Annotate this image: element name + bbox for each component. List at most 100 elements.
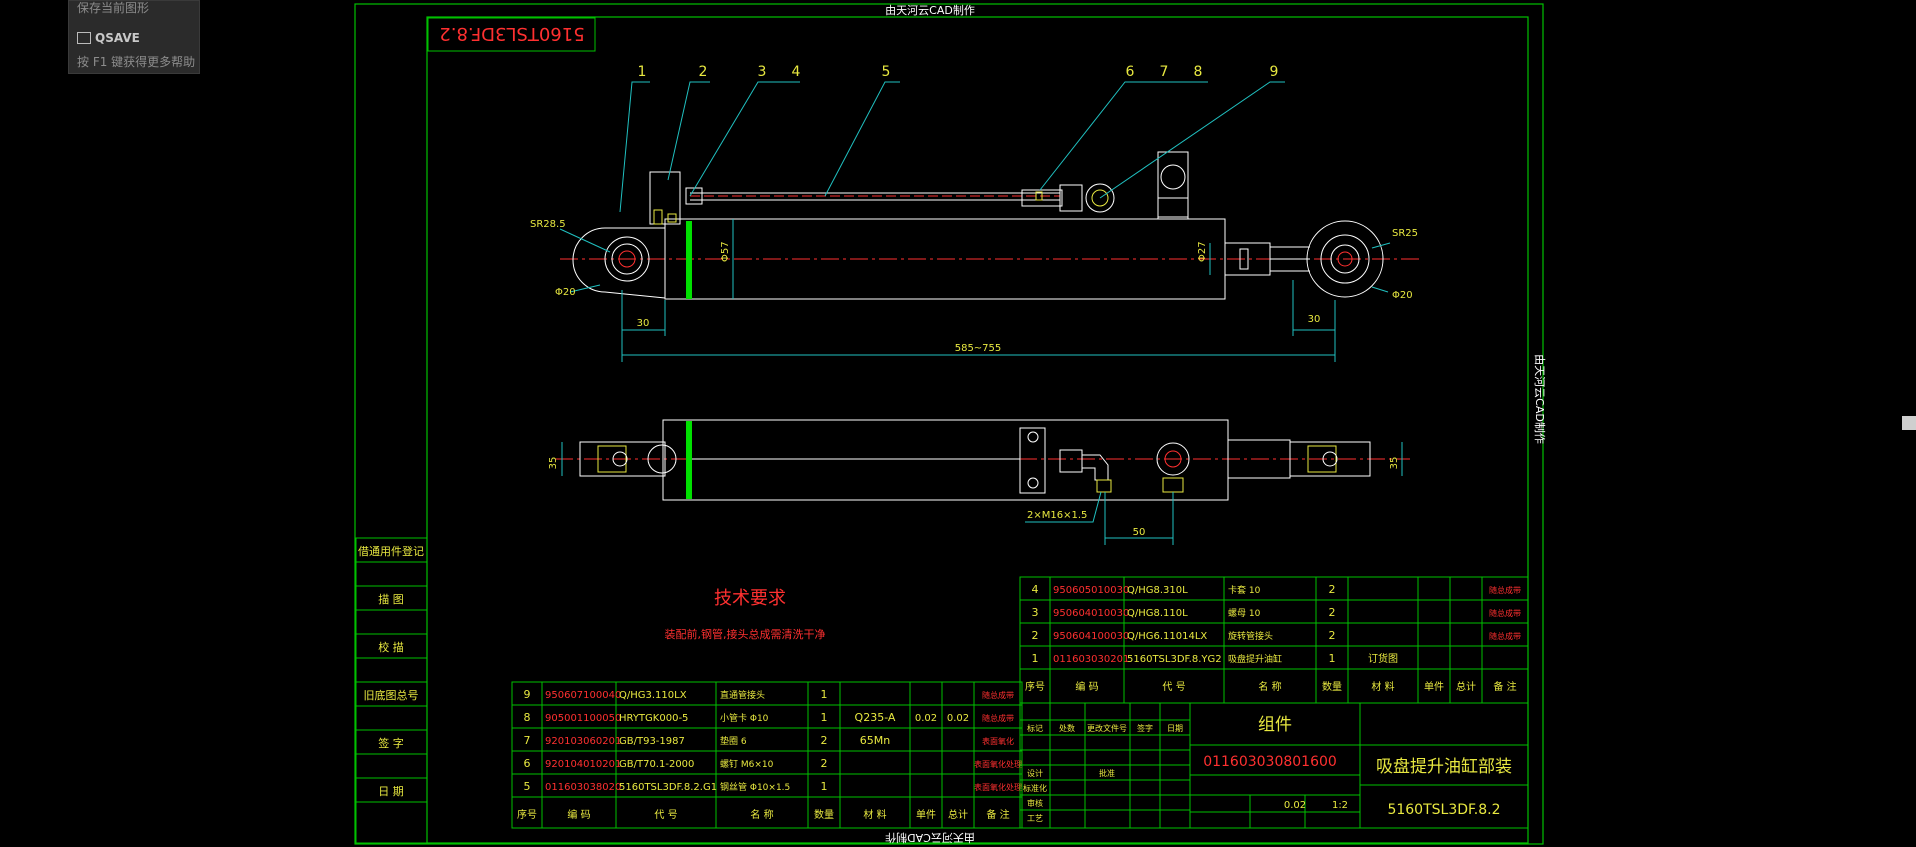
bom-left-no: 7 [524, 734, 531, 747]
top-note: 由天河云CAD制作 [885, 3, 975, 17]
bom-left-code: 950607100040 [545, 690, 621, 701]
title-block-labels: 标记处数更改文件号签字日期设计标准化审核工艺批准 [1023, 723, 1183, 823]
corner-code: 5160TSL3DF.8.2 [439, 23, 584, 44]
bom-left-std: Q/HG3.110LX [619, 690, 687, 701]
bom-left-header: 序号编 码代 号名 称数量材 料单件总计备 注 [517, 808, 1010, 821]
dim-rod: Φ27 [1197, 241, 1208, 262]
balloon-9: 9 [1270, 64, 1279, 80]
bom-left-header-cell: 总计 [948, 808, 968, 821]
panel-label-4: 旧底图总号 [364, 688, 419, 702]
title-block-label: 审核 [1027, 798, 1043, 808]
bom-left-qty: 1 [821, 780, 828, 793]
bom-right-header-cell: 序号 [1025, 680, 1045, 693]
bom-left-std: HRYTGK000-5 [619, 713, 688, 724]
panel-label-3: 校 描 [378, 640, 404, 654]
tooltip-command: QSAVE [95, 31, 140, 45]
bom-left-mat: 65Mn [860, 734, 890, 747]
bom-left-note: 表面氧化处理 [974, 759, 1022, 769]
dimension-lines [621, 219, 1336, 362]
bom-right-code: 950604100030 [1053, 631, 1129, 642]
bom-right-no: 1 [1032, 652, 1039, 665]
left-panel: 借通用件登记 描 图 校 描 旧底图总号 签 字 日 期 [355, 537, 428, 844]
bom-right-header-cell: 材 料 [1371, 680, 1394, 693]
panel-label-6: 日 期 [378, 785, 404, 798]
title-block-label: 日期 [1167, 724, 1183, 733]
dim-d-left: Φ20 [555, 287, 576, 298]
bom-left-header-cell: 代 号 [654, 809, 677, 821]
bom-left-w1: 0.02 [915, 713, 937, 724]
side-note: 由天河云CAD制作 [1533, 354, 1547, 444]
bom-left-w2: 0.02 [947, 713, 969, 724]
bottom-note: 由天河云CAD制作 [885, 831, 975, 845]
bom-right-no: 4 [1032, 583, 1039, 596]
bom-left-header-cell: 编 码 [567, 808, 590, 821]
panel-label-2: 描 图 [378, 592, 404, 606]
dim-width-left: 35 [548, 457, 559, 470]
bom-left-qty: 2 [821, 757, 828, 770]
panel-label-5: 签 字 [378, 736, 404, 750]
bom-left-code: 905001100050 [545, 713, 621, 724]
bom-right-std: Q/HG8.110L [1127, 608, 1188, 619]
cylinder-side-view [560, 151, 1420, 300]
bom-left-std: GB/T70.1-2000 [619, 759, 694, 770]
bom-left-note: 随总成带 [982, 690, 1014, 700]
bom-left-name: 螺钉 M6×10 [720, 759, 774, 770]
cylinder-top-view [555, 419, 1410, 501]
bom-left-name: 垫圈 6 [720, 735, 747, 747]
tech-title: 技术要求 [714, 588, 786, 609]
bom-left-name: 直通管接头 [720, 689, 765, 701]
title-code: 011603030801600 [1203, 754, 1337, 770]
command-tooltip: 保存当前图形 QSAVE 按 F1 键获得更多帮助 [68, 0, 200, 74]
title-block-label: 标准化 [1023, 783, 1047, 793]
bom-right-name: 旋转管接头 [1228, 630, 1273, 642]
dim-d-right: Φ20 [1392, 290, 1413, 301]
title-block-label: 更改文件号 [1087, 723, 1127, 733]
dim-end-right: 30 [1308, 314, 1321, 325]
balloon-8: 8 [1194, 64, 1203, 80]
corner-code-box [427, 17, 596, 52]
bom-left-note: 随总成带 [982, 713, 1014, 723]
title-block-grid [1019, 702, 1529, 829]
bom-left-no: 8 [524, 711, 531, 724]
bom-right-header-cell: 名 称 [1258, 680, 1281, 693]
bom-left-code: 011603038020 [545, 782, 621, 793]
bom-left-mat: Q235-A [855, 711, 896, 724]
bom-right-note: 随总成带 [1489, 608, 1521, 618]
bom-right-code: 950604010030 [1053, 608, 1129, 619]
bom-left-no: 6 [524, 757, 531, 770]
bom-right-std: 5160TSL3DF.8.YG2 [1127, 654, 1222, 665]
bom-left-header-cell: 数量 [814, 808, 834, 821]
bom-right-std: Q/HG8.310L [1127, 585, 1188, 596]
tooltip-title: 保存当前图形 [77, 1, 150, 15]
bom-right-header: 序号编 码代 号名 称数量材 料单件总计备 注 [1025, 680, 1517, 693]
bom-left-header-cell: 备 注 [986, 808, 1009, 821]
panel-label-1: 借通用件登记 [358, 544, 424, 558]
bom-left-header-cell: 名 称 [750, 808, 773, 821]
scrollbar-thumb[interactable] [1902, 416, 1916, 430]
bom-right-code: 011603030201 [1053, 654, 1129, 665]
balloon-3: 3 [758, 64, 767, 80]
save-icon [77, 32, 91, 44]
bom-right-header-cell: 代 号 [1162, 681, 1185, 693]
dimension-lines-bottom [561, 442, 1403, 545]
title-block-label: 签字 [1137, 723, 1153, 733]
title-block-label: 设计 [1027, 768, 1043, 778]
sheet-frame [354, 3, 1544, 845]
bom-right-qty: 2 [1329, 629, 1336, 642]
balloon-6: 6 [1126, 64, 1135, 80]
bom-right-note: 随总成带 [1489, 631, 1521, 641]
dimension-texts: SR28.5 Φ20 SR25 Φ20 Φ57 Φ27 30 30 585~75… [530, 219, 1418, 354]
bom-right-name: 卡套 10 [1228, 584, 1261, 596]
bom-right-header-cell: 编 码 [1075, 680, 1098, 693]
bom-left-note: 表面氧化处理 [974, 782, 1022, 792]
bom-right-code: 950605010030 [1053, 585, 1129, 596]
bom-left-qty: 1 [821, 688, 828, 701]
bom-right-mat: 订货图 [1368, 652, 1398, 665]
bom-right-no: 2 [1032, 629, 1039, 642]
bom-right-qty: 1 [1329, 652, 1336, 665]
tech-line-1: 装配前,钢管,接头总成需清洗干净 [665, 627, 826, 641]
tooltip-help: 按 F1 键获得更多帮助 [77, 55, 196, 69]
leader-lines [559, 81, 1391, 293]
bom-left-header-cell: 材 料 [863, 808, 886, 821]
